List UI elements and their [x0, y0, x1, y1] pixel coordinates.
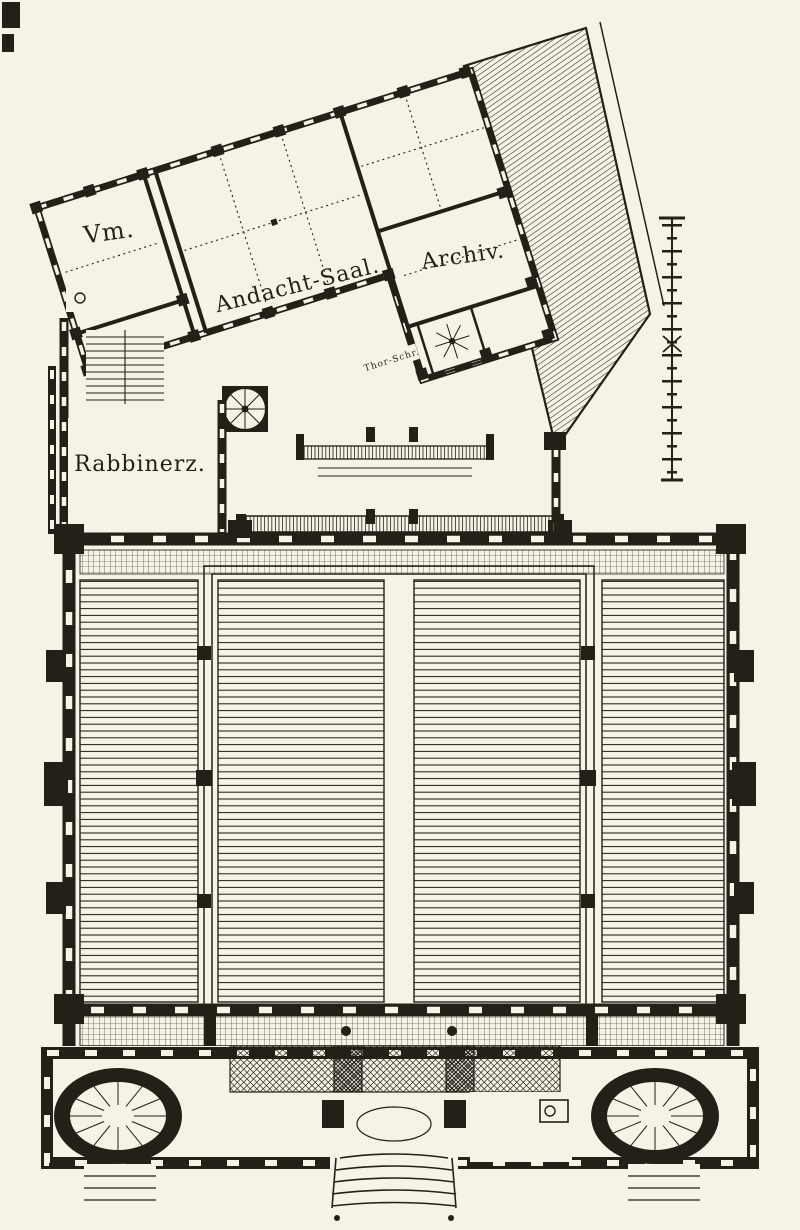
wing-floor: [36, 71, 556, 380]
side-closet: [66, 284, 94, 312]
platform-steps-upper: [301, 445, 489, 460]
strip-column: [341, 1026, 351, 1036]
vault-boss: [270, 218, 278, 226]
oval-stair-right-steps: [607, 1082, 703, 1150]
scale-cross-mark: [662, 335, 682, 353]
plot-boundary-marks: [2, 2, 20, 52]
strip-column: [447, 1026, 457, 1036]
oval-stair-left-steps: [70, 1082, 166, 1150]
scale-bar: [659, 216, 685, 482]
main-hall: [44, 520, 756, 1024]
pew-bank-left-outer: [79, 579, 199, 1003]
pew-bank-right-inner: [413, 579, 581, 1003]
side-steps-right: [628, 1164, 700, 1210]
platform-steps-lower: [241, 515, 559, 533]
lower-gallery-strip: [62, 1004, 740, 1062]
pew-bank-left-inner: [217, 579, 385, 1003]
lobby-floor: [229, 1045, 561, 1093]
spiral-steps: [434, 323, 470, 359]
pew-bank-right-outer: [601, 579, 725, 1003]
spiral-newel: [448, 337, 456, 345]
vault-dotted-lines: [65, 99, 519, 306]
spiral-steps: [225, 389, 265, 429]
wing-inner-walls: [75, 111, 540, 380]
lobby-pier: [445, 1045, 475, 1093]
side-steps-left: [84, 1164, 156, 1210]
lobby-pier: [333, 1045, 363, 1093]
entrance-vestibule: [40, 1045, 760, 1221]
room-label-rabbinerz: Rabbinerz.: [74, 452, 206, 477]
side-room: [470, 1092, 572, 1162]
property-line: [599, 21, 665, 307]
spiral-newel: [241, 405, 249, 413]
almemor-platforms: [236, 427, 564, 534]
spiral-stair-room: [415, 305, 489, 378]
rabbinerzimmer: [68, 418, 210, 532]
spiral-stair-left: [222, 386, 268, 432]
entrance-steps: [331, 1153, 457, 1209]
entrance-windfang: [348, 1099, 440, 1149]
gallery-strip-top: [79, 549, 725, 575]
rabbiner-wing: [48, 284, 210, 534]
